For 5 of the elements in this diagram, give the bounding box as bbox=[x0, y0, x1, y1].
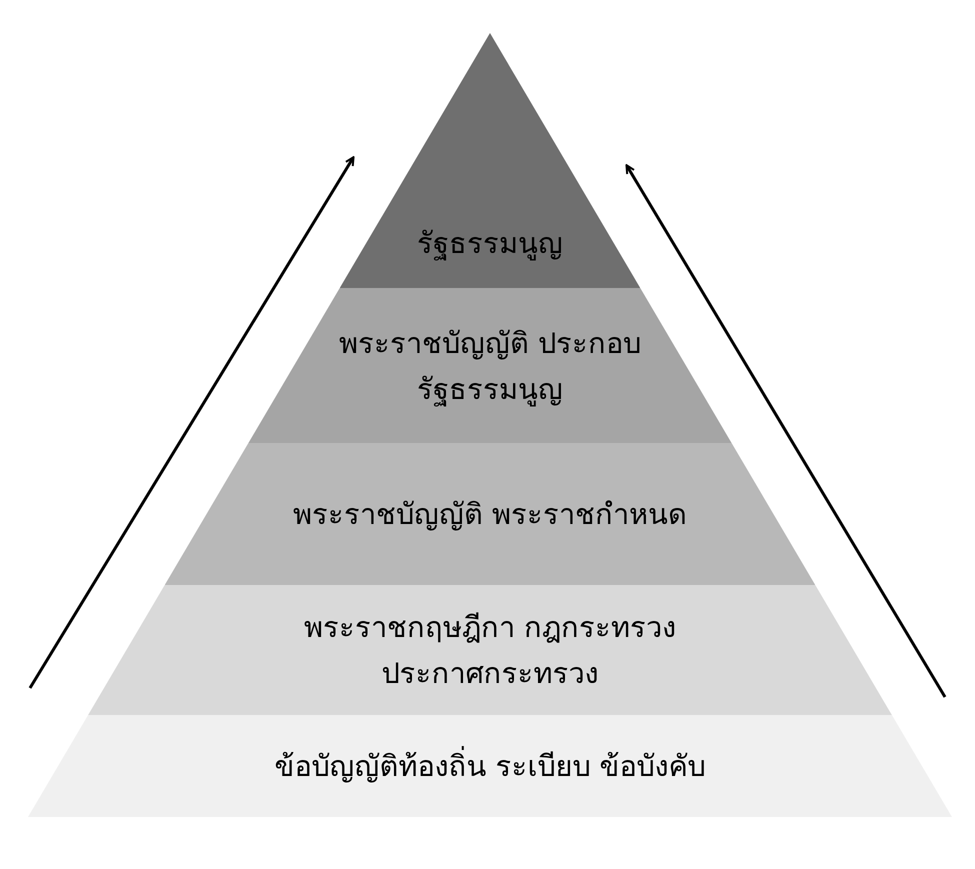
tier-label: พระราชกฤษฎีกา กฎกระทรวง ประกาศกระทรวง bbox=[302, 609, 678, 692]
tier-label: ข้อบัญญัติท้องถิ่น ระเบียบ ข้อบังคับ bbox=[274, 743, 706, 789]
tier-label: รัฐธรรมนูญ bbox=[416, 225, 563, 262]
tier-label: พระราชบัญญัติ ประกอบรัฐธรรมนูญ bbox=[338, 324, 642, 408]
tier-label: พระราชบัญญัติ พระราชกำหนด bbox=[292, 496, 688, 533]
